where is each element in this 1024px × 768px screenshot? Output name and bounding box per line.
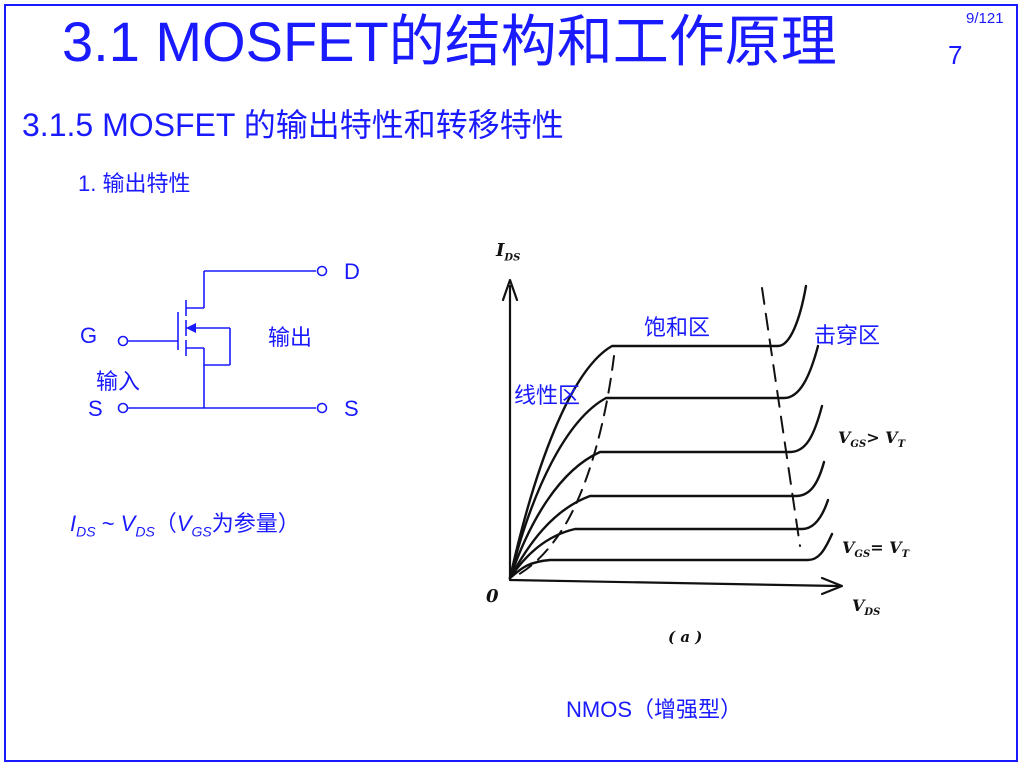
formula-paren: （: [154, 511, 177, 536]
annotation-vgs-eq-vt: VGS= VT: [842, 538, 910, 561]
label-linear-region: 线性区: [514, 383, 581, 408]
label-drain: D: [344, 259, 360, 284]
formula-v: V: [120, 511, 136, 536]
label-output: 输出: [268, 325, 313, 350]
figure-caption: NMOS（增强型）: [566, 697, 743, 722]
formula-i-sub: DS: [76, 523, 96, 540]
curve-3: [508, 460, 826, 580]
label-saturation-region: 饱和区: [644, 315, 711, 340]
x-axis-label: VDS: [852, 596, 881, 619]
formula-param-v: V: [176, 511, 192, 536]
saturation-boundary-dashed: [515, 355, 615, 577]
curve-6: [508, 284, 808, 580]
formula: IDS ~ VDS（VGS为参量）: [70, 506, 300, 539]
annotation-vgs-gt-vt: VGS> VT: [838, 428, 906, 451]
formula-i: I: [70, 511, 77, 536]
curve-1: [508, 532, 834, 580]
slide-subtitle: 3.1.5 MOSFET 的输出特性和转移特性: [22, 107, 564, 143]
breakdown-boundary-dashed: [761, 287, 801, 547]
formula-param-sub: GS: [191, 523, 212, 540]
figure-label: ( a ): [668, 628, 703, 646]
title-suffix: 7: [948, 40, 963, 70]
curve-5: [508, 344, 820, 580]
label-source-left: S: [88, 396, 103, 421]
x-axis-arrow-icon: [820, 576, 844, 596]
x-axis: [508, 578, 840, 588]
channel-arrow-icon: [186, 323, 196, 333]
section-heading: 1. 输出特性: [78, 171, 191, 196]
page-number: 9/121: [966, 10, 1004, 27]
origin-label: 0: [486, 586, 499, 607]
label-breakdown-region: 击穿区: [814, 323, 881, 348]
source-terminal-left: [117, 402, 129, 414]
label-gate: G: [80, 323, 98, 348]
formula-v-sub: DS: [135, 523, 155, 540]
y-axis-arrow-icon: [501, 278, 519, 302]
slide-title: 3.1 MOSFET的结构和工作原理: [62, 10, 837, 73]
formula-tilde: ~: [95, 511, 121, 536]
label-source-right: S: [344, 396, 359, 421]
drain-terminal: [316, 265, 328, 277]
slide-frame: [4, 4, 1018, 762]
gate-terminal: [117, 335, 129, 347]
curve-4: [508, 404, 824, 580]
y-axis-label: IDS: [496, 240, 521, 264]
source-terminal-right: [316, 402, 328, 414]
curve-2: [508, 498, 830, 580]
label-input: 输入: [96, 369, 141, 394]
formula-param-text: 为参量）: [211, 511, 300, 536]
